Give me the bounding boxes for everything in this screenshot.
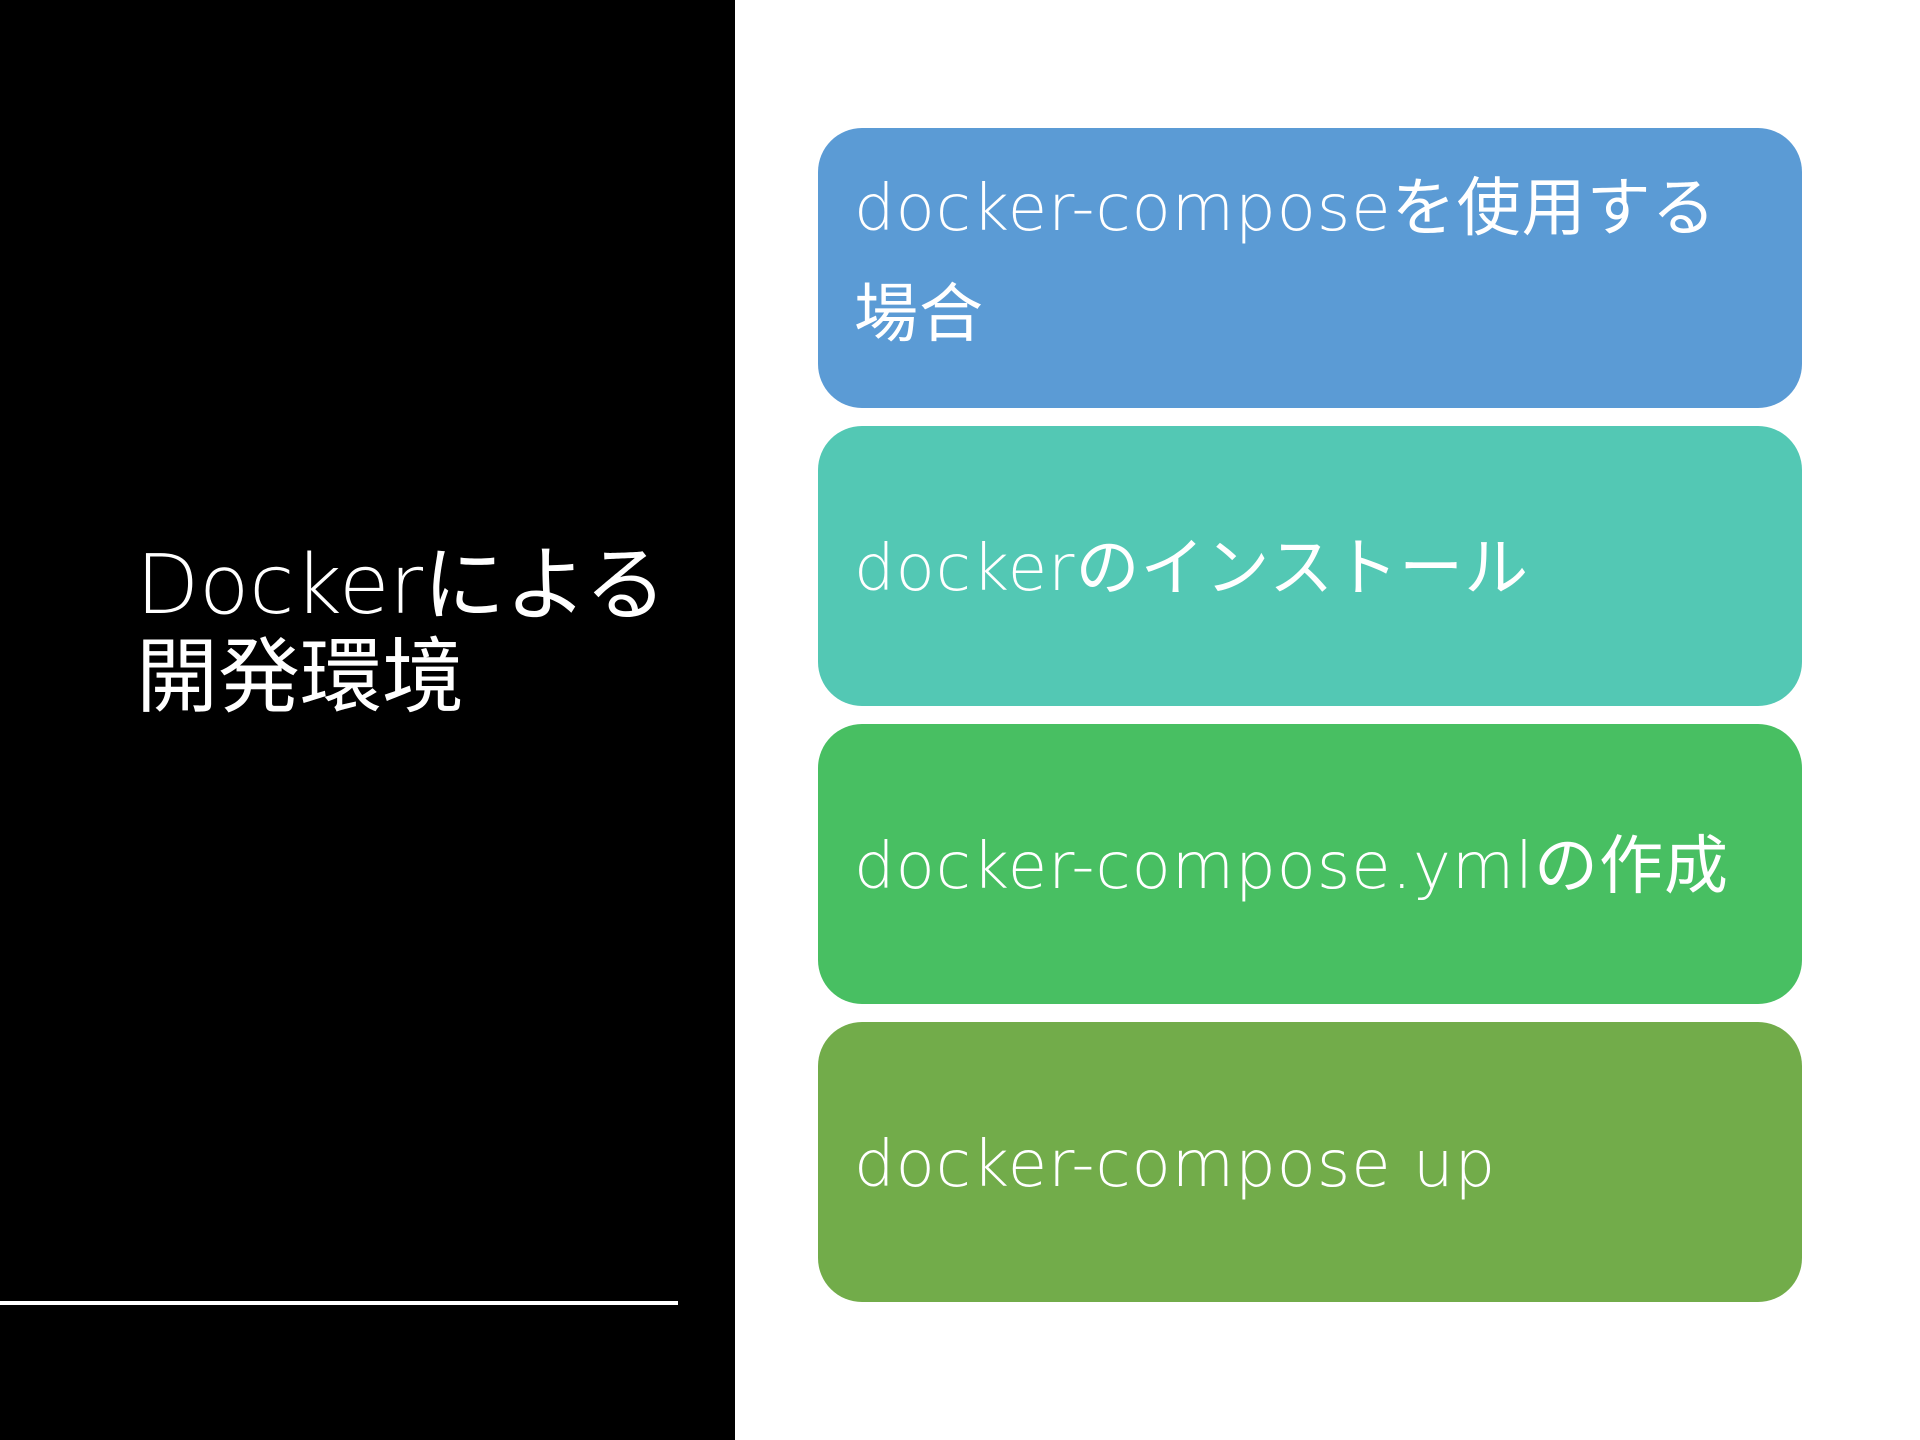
step-label: dockerのインストール [854,532,1530,606]
step-box-compose-up: docker-compose up [818,1022,1802,1302]
step-box-docker-install: dockerのインストール [818,426,1802,706]
title-divider [0,1301,678,1305]
step-label: docker-compose.ymlの作成 [854,830,1729,904]
step-box-compose-yml: docker-compose.ymlの作成 [818,724,1802,1004]
title-panel: Dockerによる 開発環境 [0,0,735,1440]
step-label: docker-compose up [854,1128,1497,1202]
step-label: docker-composeを使用する場合 [854,172,1717,352]
step-box-compose-usage: docker-composeを使用する場合 [818,128,1802,408]
slide-title: Dockerによる 開発環境 [136,538,667,725]
